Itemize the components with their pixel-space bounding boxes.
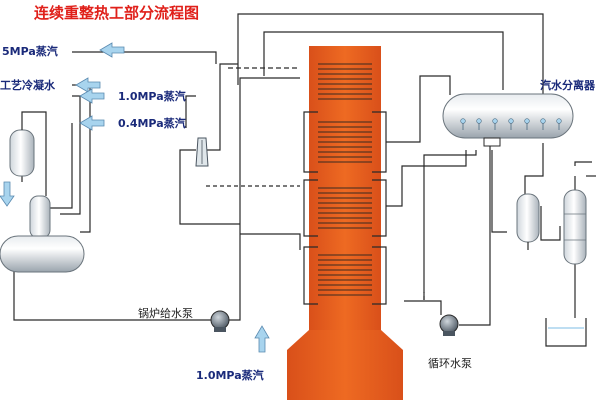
flow-instrument <box>195 137 209 167</box>
label-boiler-feed-pump: 锅炉给水泵 <box>138 307 193 320</box>
sample-tank <box>545 318 587 347</box>
steam-drum-body <box>442 93 574 139</box>
pipe-feedwater-main <box>13 268 212 321</box>
pipe-steam-10-left <box>60 95 81 215</box>
arrow-left-down <box>0 181 15 207</box>
deaerator <box>0 195 85 273</box>
label-steam-10-top: 1.0MPa蒸汽 <box>118 90 186 103</box>
steam-drum <box>442 93 574 147</box>
left-vessel-top <box>9 118 35 177</box>
boiler-feed-pump <box>210 310 230 332</box>
pipe-drum-to-cooler <box>524 143 544 196</box>
diagram-title: 连续重整热工部分流程图 <box>34 4 200 22</box>
pipe-feedwater-up <box>228 77 300 321</box>
furnace <box>287 46 403 400</box>
pipe-instrument-loop <box>179 149 240 225</box>
pipe-pump-outlet <box>459 143 491 326</box>
label-steam-drum: 汽水分离器 <box>540 79 595 92</box>
drum-nozzle-stems <box>462 123 560 130</box>
furnace-firebox <box>287 330 403 400</box>
coil-bundle-4 <box>318 254 372 296</box>
pipe-instrument-up <box>207 63 238 151</box>
arrow-steam-04-in <box>79 115 105 131</box>
pipe-coil-to-drum <box>386 75 451 143</box>
arrow-condensate-in <box>75 77 101 93</box>
arrow-steam-10-in <box>79 88 105 104</box>
pipe-steam-04 <box>185 95 196 128</box>
arrow-steam-10-up <box>254 325 270 353</box>
sampler-vessel <box>563 189 587 265</box>
coil-bundle-2 <box>318 121 372 163</box>
pipe-condensate <box>72 84 91 233</box>
label-process-condensate: 工艺冷凝水 <box>0 79 55 92</box>
piping <box>13 13 596 326</box>
coil-bundle-1 <box>318 63 372 100</box>
arrow-steam-35-out <box>99 42 125 58</box>
convection-coils <box>318 63 372 296</box>
label-steam-35: 5MPa蒸汽 <box>2 45 58 58</box>
pipe-drum-steam-out <box>237 13 544 95</box>
pipe-feedwater-branch <box>240 233 301 250</box>
pipe-steam-35 <box>72 51 217 64</box>
pipe-deaerator-top <box>21 111 47 196</box>
label-circulating-pump: 循环水泵 <box>428 357 472 370</box>
flow-arrows <box>0 42 270 353</box>
pipe-cooler-out <box>491 150 507 233</box>
drum-boot <box>483 137 501 147</box>
pipe-sampler-top2 <box>574 161 592 166</box>
pipe-pump-inlet <box>404 300 442 315</box>
pipe-drum-riser-top <box>263 31 504 90</box>
pipe-coil-riser <box>386 150 467 207</box>
pipe-steam-04-left <box>50 123 73 209</box>
label-steam-10-bottom: 1.0MPa蒸汽 <box>196 369 264 382</box>
pipe-cooler-to-sampler <box>540 206 561 241</box>
cooler-vessel <box>516 193 540 250</box>
coil-bundle-3 <box>318 187 372 229</box>
pipe-drum-downcomer <box>423 150 477 300</box>
circulating-pump <box>439 314 459 336</box>
label-steam-04: 0.4MPa蒸汽 <box>118 117 186 130</box>
